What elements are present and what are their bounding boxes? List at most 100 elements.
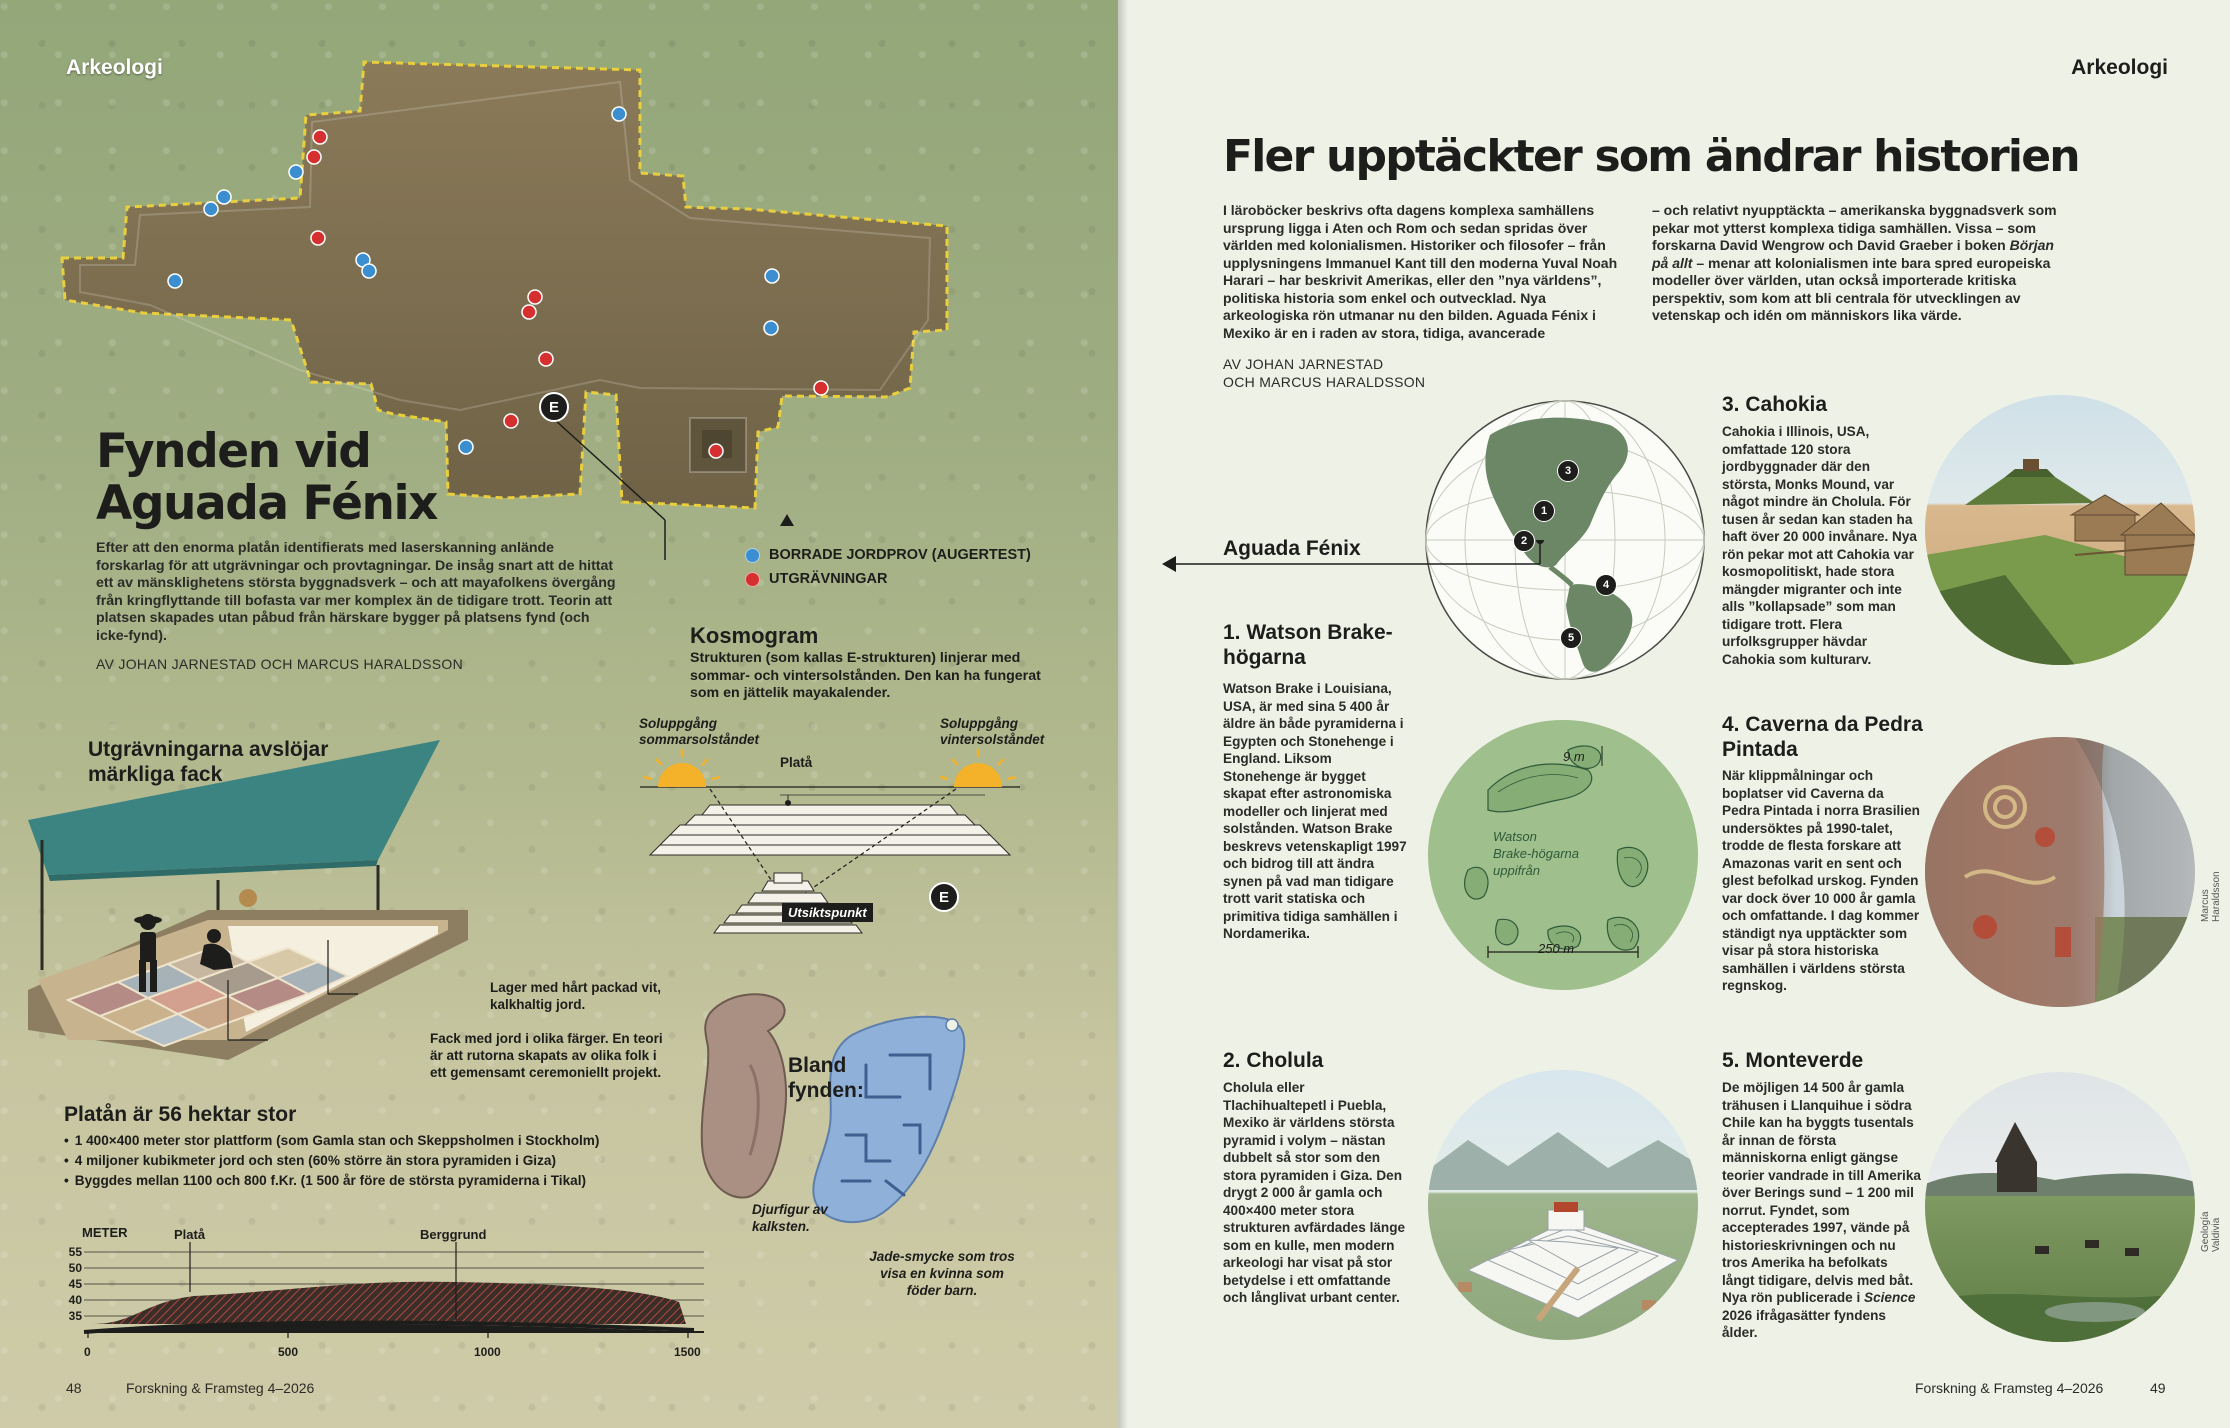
main-headline: Fler upptäckter som ändrar historien: [1223, 131, 2081, 182]
globe-marker-1: 1: [1533, 500, 1555, 522]
legend-auger-label: BORRADE JORDPROV (AUGERTEST): [769, 547, 1031, 563]
layer-annotation: Lager med hårt packad vit, kalkhaltig jo…: [490, 980, 662, 1012]
kosmogram-text: Strukturen (som kallas E-strukturen) lin…: [690, 650, 1041, 701]
legend-auger: BORRADE JORDPROV (AUGERTEST): [745, 547, 1031, 563]
monteverde-photo: [1925, 1072, 2195, 1342]
page-number: 48: [66, 1380, 82, 1396]
platform-profile-fill: [92, 1281, 686, 1324]
profile-x-tick: 1500: [674, 1345, 701, 1359]
magazine-folio: Forskning & Framsteg 4–2026: [1915, 1380, 2104, 1396]
blue-dot-icon: [745, 547, 760, 563]
profile-y-tick: 50: [68, 1261, 82, 1275]
south-america-shape: [1566, 584, 1633, 672]
finds-title: Bland fynden:: [788, 1054, 864, 1102]
plateau-label: Platå: [780, 755, 813, 770]
watson-height-scale: 9 m: [1563, 749, 1585, 764]
globe-marker-5: 5: [1560, 627, 1582, 649]
jade-pendant: [812, 1015, 966, 1224]
section-tag: Arkeologi: [2071, 56, 2168, 79]
profile-x-tick: 500: [278, 1345, 299, 1359]
photo-credit: Marcus Haraldsson: [2200, 871, 2222, 922]
profile-x-tick: 0: [84, 1345, 91, 1359]
site-text: 2026 ifrågasätter fyndens ålder.: [1722, 1307, 1886, 1341]
plateau-steps: [648, 804, 1012, 856]
profile-y-tick: 45: [68, 1277, 82, 1291]
watson-brake-map: [1428, 720, 1698, 990]
watson-width-scale: 250 m: [1538, 941, 1575, 956]
limestone-animal-figure: [700, 993, 787, 1199]
arrow-left-icon: [1162, 540, 1544, 572]
site-text-monteverde: De möjligen 14 500 år gamla trähusen i L…: [1722, 1079, 1922, 1342]
site-number: 1.: [1223, 621, 1241, 644]
site-text-cahokia: Cahokia i Illinois, USA, omfattade 120 s…: [1722, 424, 1917, 667]
cosmogram-diagram: [640, 749, 1020, 934]
lidar-platform-map: [60, 60, 949, 560]
profile-y-axis-label: METER: [82, 1225, 128, 1240]
site-text-pedra-pintada: När klippmålningar och boplatser vid Cav…: [1722, 768, 1920, 993]
left-page: Arkeologi E Fynden vid Aguada Fénix Efte…: [0, 0, 1118, 1428]
watson-map-label-line: Brake-högarna: [1493, 846, 1579, 861]
aguada-fenix-label: Aguada Fénix: [1223, 537, 1361, 560]
profile-x-tick: 1000: [474, 1345, 501, 1359]
left-title: Fynden vid Aguada Fénix: [96, 426, 536, 530]
cahokia-illustration: [1925, 395, 2195, 665]
watson-map-label-line: Watson: [1493, 829, 1537, 844]
cholula-illustration: [1428, 1070, 1698, 1340]
stats-item: 4 miljoner kubikmeter jord och sten (60%…: [64, 1151, 599, 1171]
stats-item: Byggdes mellan 1100 och 800 f.Kr. (1 500…: [64, 1171, 599, 1191]
byline-line: AV JOHAN JARNESTAD: [1223, 356, 1384, 372]
excavation-points: [306, 129, 829, 459]
platform-shape: [60, 60, 949, 510]
kosmogram-title: Kosmogram: [690, 623, 819, 648]
site-title-cholula: 2. Cholula: [1223, 1048, 1443, 1073]
pedra-pintada-photo: [1925, 737, 2195, 1007]
tarp-canopy: [28, 740, 440, 875]
e-structure-marker: E: [539, 392, 569, 422]
jade-caption: Jade-smycke som tros visa en kvinna som …: [869, 1249, 1015, 1298]
intro-column-1: I läroböcker beskrivs ofta dagens komple…: [1223, 202, 1618, 341]
site-name: Monteverde: [1745, 1049, 1864, 1072]
intro-text: – menar att kolonialismen inte bara spre…: [1652, 254, 2051, 324]
bucket-icon: [239, 889, 257, 907]
profile-y-tick: 35: [68, 1309, 82, 1323]
intro-text: – och relativt nyupptäckta – amerikanska…: [1652, 202, 2057, 253]
viewpoint-label: Utsiktspunkt: [782, 903, 873, 922]
byline-line: OCH MARCUS HARALDSSON: [1223, 374, 1426, 390]
site-title-watson: 1. Watson Brake-högarna: [1223, 620, 1443, 670]
left-byline: AV JOHAN JARNESTAD OCH MARCUS HARALDSSON: [96, 656, 463, 672]
profile-bedrock-label: Berggrund: [420, 1227, 487, 1242]
north-america-shape: [1485, 417, 1628, 568]
workers-silhouettes: [134, 914, 233, 992]
profile-y-tick: 55: [68, 1245, 82, 1259]
stats-item: 1 400×400 meter stor plattform (som Gaml…: [64, 1131, 600, 1151]
site-name: Caverna da Pedra Pintada: [1722, 713, 1923, 761]
site-name: Watson Brake-högarna: [1223, 621, 1393, 669]
site-text-cholula: Cholula eller Tlachihualtepetl i Puebla,…: [1223, 1080, 1406, 1305]
site-text: De möjligen 14 500 år gamla trähusen i L…: [1722, 1080, 1921, 1305]
stats-list: 1 400×400 meter stor plattform (som Gaml…: [64, 1131, 600, 1191]
profile-plateau-label: Platå: [174, 1227, 206, 1242]
site-title-monteverde: 5. Monteverde: [1722, 1048, 1942, 1073]
compartment-annotation: Fack med jord i olika färger. En teori ä…: [430, 1031, 663, 1080]
winter-solstice-label: Soluppgång vintersolståndet: [940, 716, 1045, 747]
book-title: Början på allt: [1652, 237, 2054, 271]
summer-solstice-label: Soluppgång sommarsolståndet: [639, 716, 760, 747]
animal-figure-caption: Djurfigur av kalksten.: [752, 1202, 828, 1234]
page-number: 49: [2150, 1380, 2166, 1396]
left-intro: Efter att den enorma platån identifierat…: [96, 540, 616, 644]
stats-title: Platån är 56 hektar stor: [64, 1103, 297, 1126]
elevation-profile: [83, 1242, 704, 1338]
page-gutter: [1118, 0, 1128, 1428]
legend-excavation-label: UTGRÄVNINGAR: [769, 571, 888, 587]
globe-marker-2: 2: [1513, 530, 1535, 552]
site-name: Cholula: [1246, 1049, 1324, 1072]
site-title-cahokia: 3. Cahokia: [1722, 392, 1942, 417]
sun-winter-icon: [939, 749, 1017, 787]
site-number: 2.: [1223, 1049, 1241, 1072]
magazine-folio: Forskning & Framsteg 4–2026: [126, 1380, 315, 1396]
auger-points: [167, 106, 780, 455]
globe-marker-4: 4: [1595, 574, 1617, 596]
site-number: 5.: [1722, 1049, 1740, 1072]
excavation-illustration: [28, 740, 468, 1060]
site-name: Cahokia: [1745, 393, 1828, 416]
